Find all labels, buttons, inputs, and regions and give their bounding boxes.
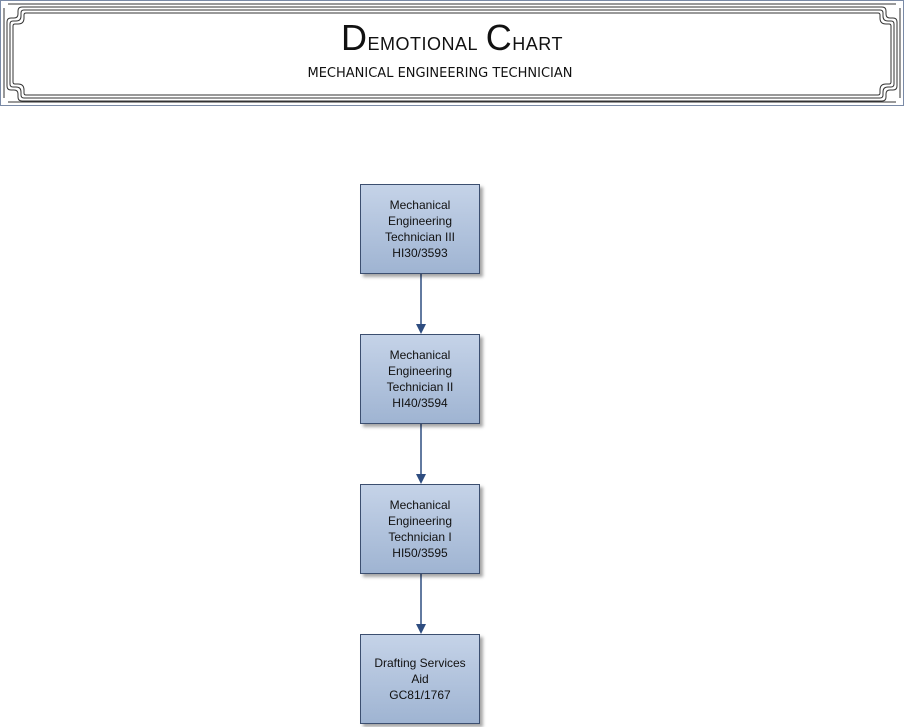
position-code: GC81/1767: [389, 688, 451, 702]
position-box-tech-ii: Mechanical Engineering Technician II HI4…: [360, 334, 480, 424]
position-code: HI50/3595: [392, 546, 448, 560]
title-word-1-initial: D: [341, 17, 368, 58]
title-word-2-rest: hart: [512, 26, 563, 56]
position-line: Mechanical: [389, 198, 451, 212]
position-box-drafting-aid: Drafting Services Aid GC81/1767: [360, 634, 480, 724]
position-line: Technician I: [388, 530, 452, 544]
position-line: Technician III: [384, 230, 456, 244]
position-line: Aid: [411, 672, 429, 686]
page-subtitle: MECHANICAL ENGINEERING TECHNICIAN: [307, 66, 573, 81]
position-code: HI30/3593: [392, 246, 448, 260]
position-line: Engineering: [387, 364, 453, 378]
position-box-tech-i: Mechanical Engineering Technician I HI50…: [360, 484, 480, 574]
position-line: Technician II: [386, 380, 454, 394]
title-word-2-initial: C: [485, 17, 513, 58]
position-line: Engineering: [387, 514, 453, 528]
position-line: Engineering: [387, 214, 453, 228]
position-line: Mechanical: [389, 498, 451, 512]
position-line: Drafting Services: [374, 656, 466, 670]
position-code: HI40/3594: [392, 396, 448, 410]
title-word-1-rest: emotional: [367, 26, 479, 56]
title-word-2: Chart: [486, 18, 563, 58]
position-box-tech-iii: Mechanical Engineering Technician III HI…: [360, 184, 480, 274]
page-title: Demotional Chart: [0, 18, 904, 61]
title-word-1: Demotional: [341, 18, 479, 58]
header-decorative-frame: [0, 0, 904, 106]
position-line: Mechanical: [389, 348, 451, 362]
